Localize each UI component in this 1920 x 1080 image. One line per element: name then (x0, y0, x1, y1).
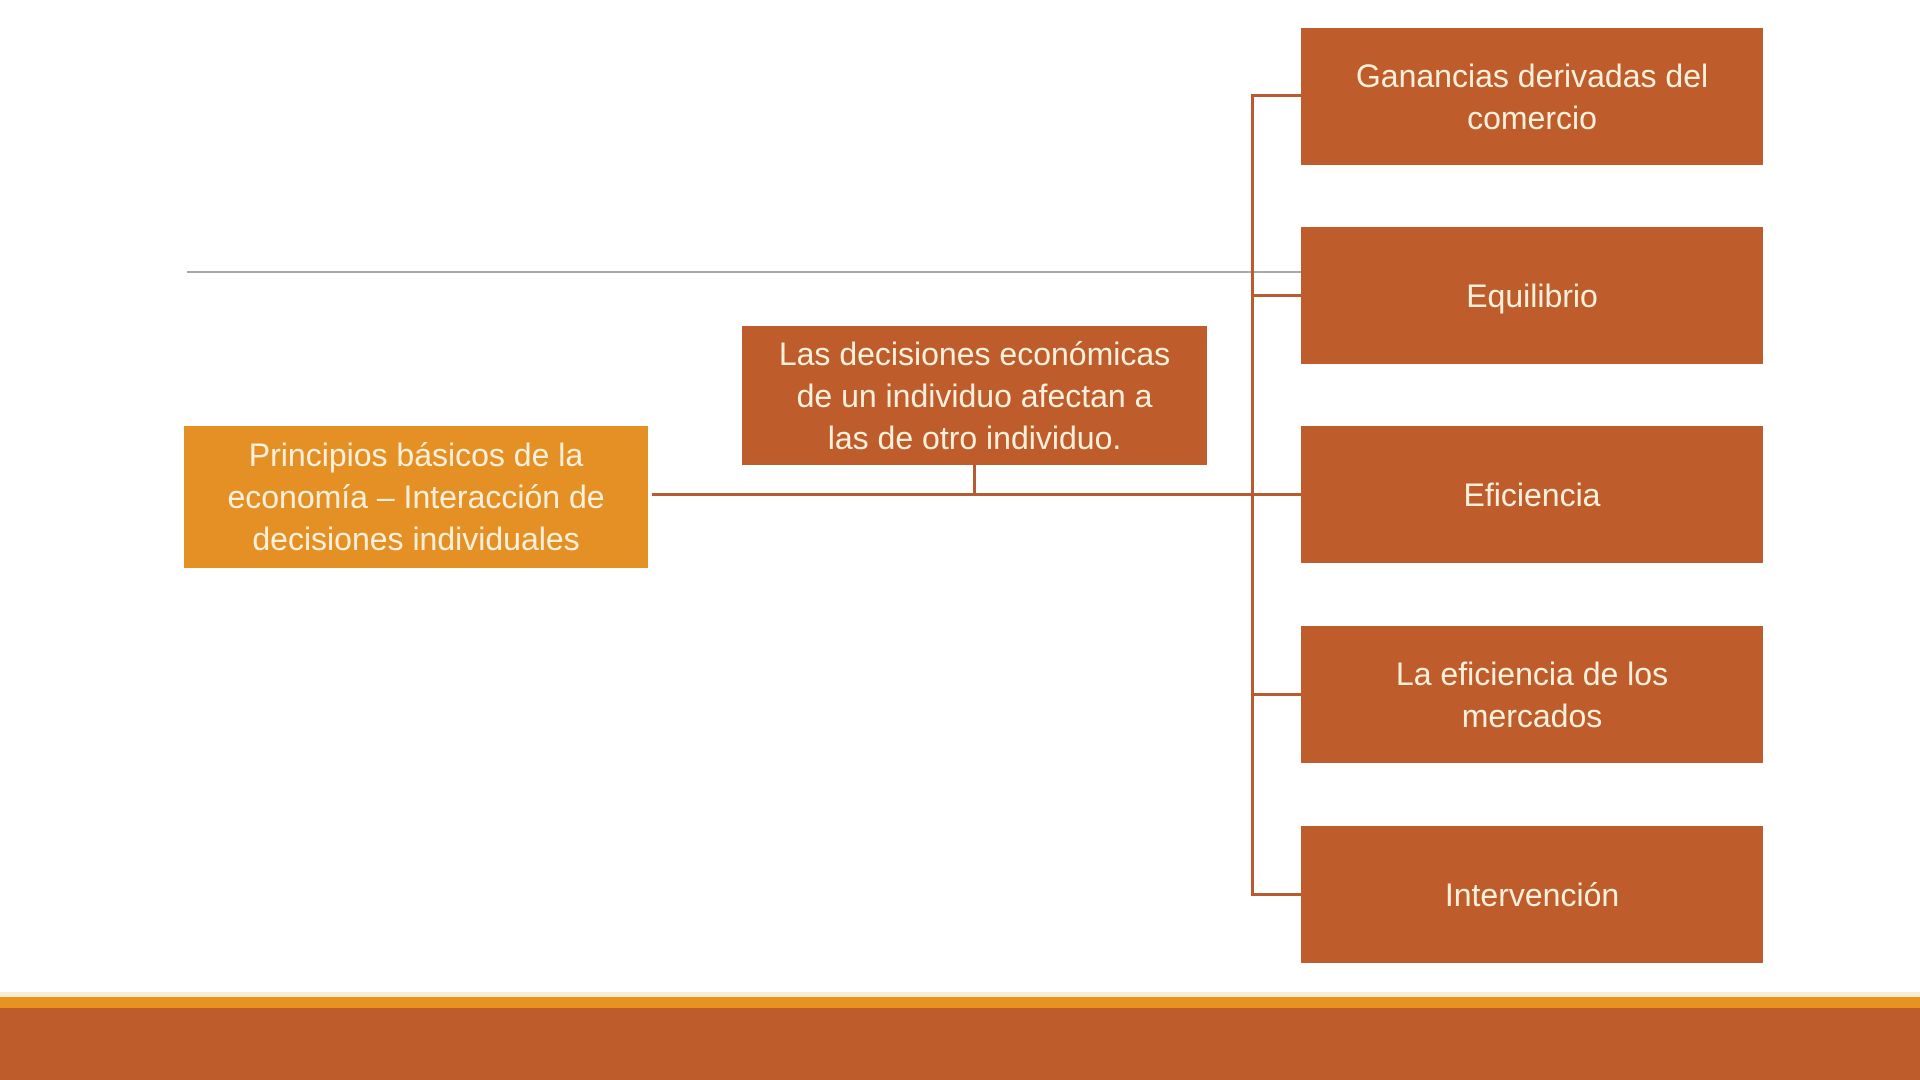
leaf-box-label: La eficiencia de los mercados (1395, 655, 1669, 734)
leaf-box-label: Equilibrio (1466, 277, 1598, 314)
footer-rust-bar (0, 1008, 1920, 1080)
top-divider-line (187, 271, 1301, 273)
connector-note-stub (973, 465, 976, 494)
connector-branch-intervencion (1251, 893, 1303, 896)
root-box-label: Principios básicos de la economía – Inte… (227, 437, 605, 557)
leaf-box-ganancias: Ganancias derivadas del comercio (1301, 28, 1763, 165)
leaf-box-label: Intervención (1444, 876, 1620, 913)
leaf-box-eficiencia: Eficiencia (1301, 426, 1763, 563)
connector-branch-ganancias (1251, 94, 1303, 97)
footer-cream-line (0, 992, 1920, 997)
footer-orange-strip (0, 997, 1920, 1008)
connector-branch-equilibrio (1251, 294, 1303, 297)
intermediate-box-label: Las decisiones económicas de un individu… (778, 335, 1171, 456)
leaf-box-intervencion: Intervención (1301, 826, 1763, 963)
connector-branch-eficiencia-mercados (1251, 693, 1303, 696)
leaf-box-equilibrio: Equilibrio (1301, 227, 1763, 364)
connector-root-to-children (652, 493, 1301, 496)
connector-trunk (1251, 95, 1254, 896)
leaf-box-label: Eficiencia (1463, 476, 1601, 513)
root-box: Principios básicos de la economía – Inte… (184, 426, 648, 568)
leaf-box-label: Ganancias derivadas del comercio (1355, 57, 1709, 136)
intermediate-box: Las decisiones económicas de un individu… (742, 326, 1207, 465)
leaf-box-eficiencia-mercados: La eficiencia de los mercados (1301, 626, 1763, 763)
